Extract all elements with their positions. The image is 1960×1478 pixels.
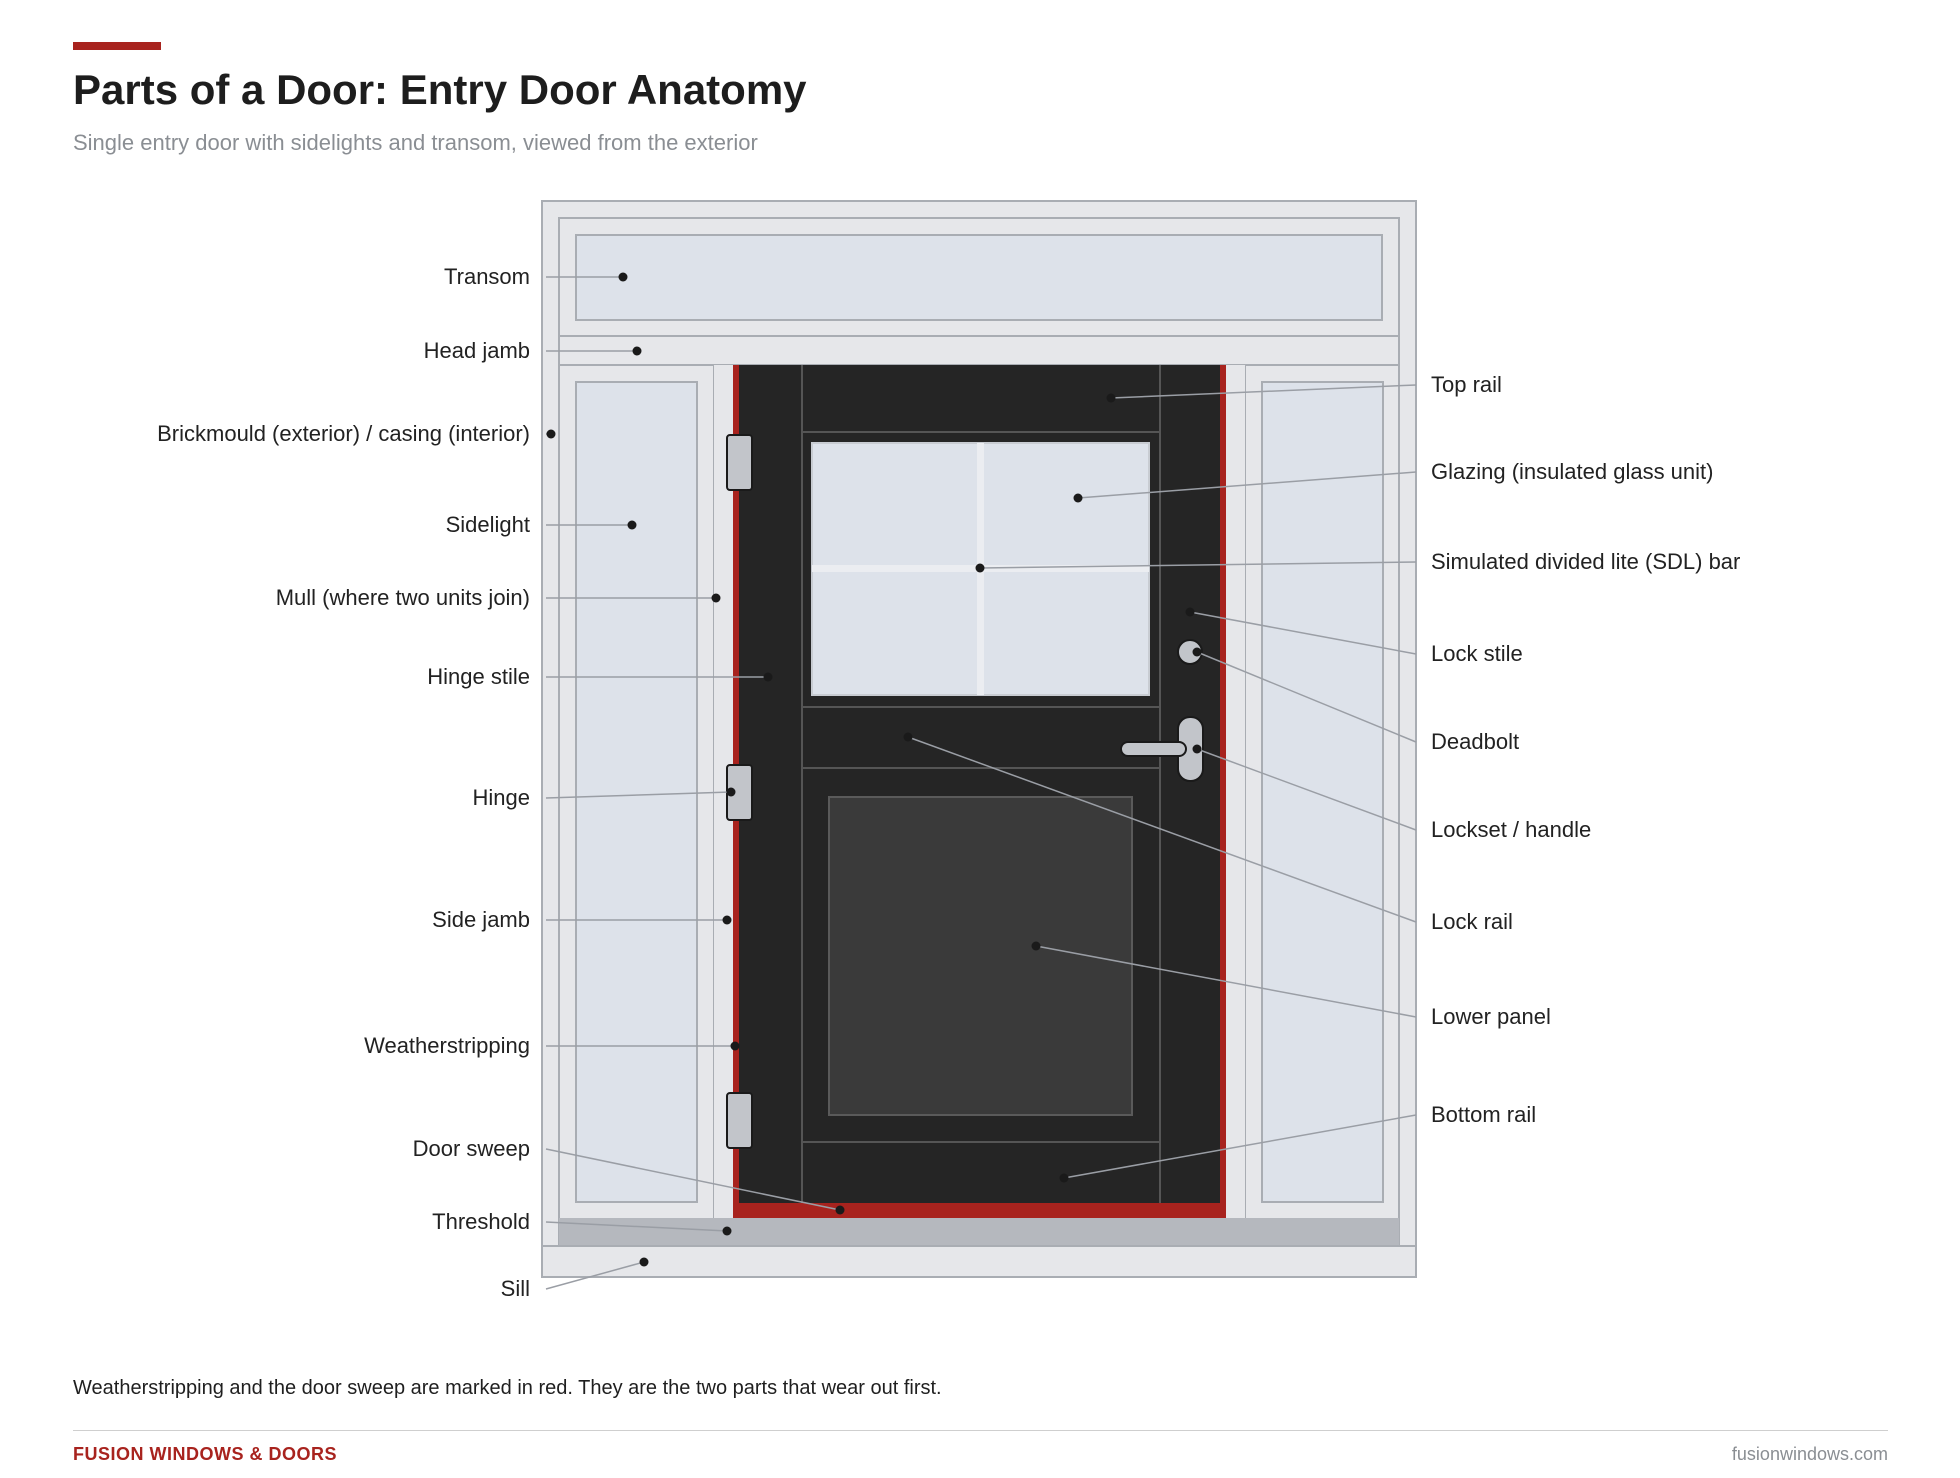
leader-sdl-bar (979, 561, 1417, 569)
label-brickmould: Brickmould (exterior) / casing (interior… (157, 421, 530, 446)
label-lock-stile: Lock stile (1431, 641, 1523, 666)
head-jamb (558, 335, 1400, 366)
dot-sill (639, 1257, 649, 1267)
label-hinge: Hinge (473, 785, 530, 810)
dot-hinge-stile (763, 672, 773, 682)
label-bottom-rail: Bottom rail (1431, 1102, 1536, 1127)
deadbolt-hardware (1177, 639, 1203, 665)
dot-side-jamb (722, 915, 732, 925)
hinge-top (726, 434, 753, 491)
label-glazing: Glazing (insulated glass unit) (1431, 459, 1713, 484)
label-top-rail: Top rail (1431, 372, 1502, 397)
label-sill: Sill (501, 1276, 530, 1301)
accent-bar (73, 42, 161, 50)
label-transom: Transom (444, 264, 530, 289)
leader-top-rail (1110, 384, 1417, 399)
leader-sill (545, 1261, 645, 1290)
brand-name: FUSION WINDOWS & DOORS (73, 1444, 337, 1464)
dot-door-sweep (835, 1205, 845, 1215)
leader-lines (545, 272, 1417, 1290)
label-sidelight: Sidelight (446, 512, 530, 537)
leader-hinge (545, 791, 732, 799)
dot-lower-panel (1031, 941, 1041, 951)
dot-bottom-rail (1059, 1173, 1069, 1183)
leader-lock-stile (1189, 611, 1417, 655)
dot-lock-stile (1185, 607, 1195, 617)
dot-brickmould (546, 429, 556, 439)
label-weatherstripping: Weatherstripping (364, 1033, 530, 1058)
label-head-jamb: Head jamb (424, 338, 530, 363)
footnote: Weatherstripping and the door sweep are … (73, 1377, 942, 1399)
label-hinge-stile: Hinge stile (427, 664, 530, 689)
footer-divider (73, 1430, 1888, 1431)
label-mull: Mull (where two units join) (276, 585, 530, 610)
label-lower-panel: Lower panel (1431, 1004, 1551, 1029)
dot-weatherstripping (730, 1041, 740, 1051)
dot-top-rail (1106, 393, 1116, 403)
leader-lockset (1196, 748, 1417, 831)
sill (541, 1245, 1417, 1278)
door-sweep (739, 1203, 1220, 1218)
dot-threshold (722, 1226, 732, 1236)
dot-glazing (1073, 493, 1083, 503)
dot-mull (711, 593, 721, 603)
label-lock-rail: Lock rail (1431, 909, 1513, 934)
label-deadbolt: Deadbolt (1431, 729, 1519, 754)
transom-glass (575, 234, 1383, 321)
leader-bottom-rail (1063, 1114, 1417, 1179)
leader-glazing (1077, 471, 1417, 499)
dot-head-jamb (632, 346, 642, 356)
leader-threshold (545, 1221, 728, 1232)
leader-door-sweep (545, 1148, 841, 1211)
sidelight-right (1261, 381, 1384, 1203)
side-jamb-right (1224, 365, 1245, 1218)
label-door-sweep: Door sweep (413, 1136, 530, 1161)
label-threshold: Threshold (432, 1209, 530, 1234)
lockset-lever (1120, 741, 1187, 757)
page-subtitle: Single entry door with sidelights and tr… (73, 130, 758, 155)
dot-deadbolt (1192, 647, 1202, 657)
label-side-jamb: Side jamb (432, 907, 530, 932)
leader-deadbolt (1196, 651, 1417, 743)
label-sdl-bar: Simulated divided lite (SDL) bar (1431, 549, 1740, 574)
dot-sidelight (627, 520, 637, 530)
leader-lock-rail (907, 736, 1417, 923)
dot-sdl-bar (975, 563, 985, 573)
dot-lockset (1192, 744, 1202, 754)
dot-lock-rail (903, 732, 913, 742)
weatherstripping-right (1220, 365, 1226, 1218)
page-title: Parts of a Door: Entry Door Anatomy (73, 66, 807, 113)
lower-panel (828, 796, 1133, 1116)
dot-transom (618, 272, 628, 282)
label-lockset: Lockset / handle (1431, 817, 1591, 842)
sidelight-left (575, 381, 698, 1203)
threshold (559, 1218, 1399, 1246)
dot-hinge (726, 787, 736, 797)
leader-lower-panel (1035, 945, 1417, 1018)
website-link[interactable]: fusionwindows.com (1731, 1444, 1888, 1464)
hinge-bottom (726, 1092, 753, 1149)
